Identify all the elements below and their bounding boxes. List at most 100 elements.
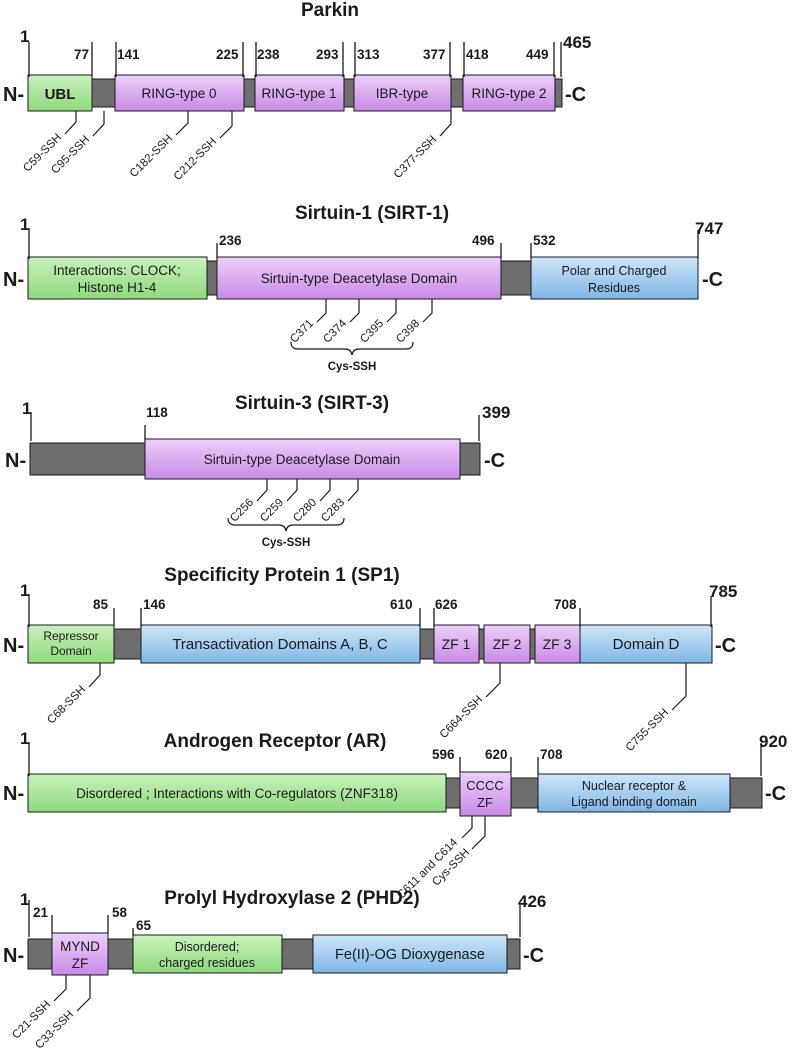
site-leader	[349, 299, 360, 323]
site-leader	[88, 663, 101, 688]
site-label: C256	[228, 497, 256, 525]
protein-sirt3: Sirtuin-3 (SIRT-3) Sirtuin-type Deacetyl…	[5, 393, 510, 549]
domain-label: ZF 3	[543, 636, 572, 652]
site-leader	[471, 816, 486, 850]
c-terminus-label: -C	[715, 635, 736, 657]
n-terminus-label: N-	[3, 635, 24, 657]
c-terminus-label: -C	[484, 450, 505, 472]
domain-label: Disordered;	[175, 940, 240, 954]
site-leader	[219, 111, 233, 139]
site-leader	[422, 299, 433, 323]
domain-ibr-type	[353, 74, 452, 112]
domain-label: ZF 1	[442, 636, 471, 652]
domain-label: Histone H1-4	[78, 280, 157, 295]
position-label: 708	[540, 747, 563, 762]
protein-title: Sirtuin-1 (SIRT-1)	[295, 203, 449, 224]
domain-d	[579, 624, 713, 664]
domain-ring-type-1	[254, 74, 345, 112]
domain-label: MYND	[60, 939, 100, 954]
length-label: 920	[759, 732, 787, 751]
n-terminus-label: N-	[5, 450, 26, 472]
protein-title: Specificity Protein 1 (SP1)	[164, 565, 399, 586]
start-position: 1	[20, 581, 29, 600]
domain-label: Residues	[588, 281, 640, 295]
domain-polar-charged	[530, 256, 699, 300]
protein-sirt1: Sirtuin-1 (SIRT-1) Interactions: CLOCK; …	[3, 203, 723, 373]
site-label: C371	[288, 318, 316, 346]
position-label: 225	[216, 47, 239, 62]
protein-title: Sirtuin-3 (SIRT-3)	[235, 393, 389, 414]
position-label: 293	[316, 47, 339, 62]
site-leader	[316, 299, 327, 323]
domain-label: ZF 2	[493, 636, 522, 652]
protein-title: Prolyl Hydroxylase 2 (PHD2)	[164, 888, 420, 909]
domain-label: Disordered ; Interactions with Co-regula…	[76, 786, 398, 801]
position-label: 596	[432, 747, 455, 762]
start-position: 1	[22, 399, 31, 418]
site-label: C374	[321, 317, 349, 345]
length-label: 426	[518, 892, 546, 911]
protein-ar: Androgen Receptor (AR) Disordered ; Inte…	[3, 729, 787, 901]
domain-fe-og-dioxygenase	[312, 934, 508, 974]
domain-label: Repressor	[43, 629, 98, 643]
site-leader	[92, 111, 105, 137]
length-label: 399	[482, 403, 510, 422]
length-label: 465	[563, 33, 591, 52]
site-leader	[286, 479, 298, 502]
site-label: C755-SSH	[624, 707, 671, 754]
n-terminus-label: N-	[3, 945, 24, 967]
site-leader	[319, 479, 331, 502]
domain-label: Sirtuin-type Deacetylase Domain	[204, 452, 401, 467]
start-position: 1	[20, 27, 29, 46]
domain-label: Domain	[50, 644, 91, 658]
domain-sirtuin-deacetylase	[144, 438, 461, 480]
domain-zf2	[483, 624, 531, 664]
c-terminus-label: -C	[765, 783, 786, 805]
site-leader	[461, 816, 473, 839]
position-label: 449	[526, 47, 549, 62]
site-label: C68-SSH	[45, 684, 88, 727]
site-label: C182-SSH	[128, 133, 175, 180]
domain-label: Domain D	[613, 636, 680, 653]
site-label: C398	[394, 318, 422, 346]
position-label: 610	[390, 597, 413, 612]
protein-title: Parkin	[301, 0, 359, 21]
site-label: C664-SSH	[438, 694, 485, 741]
start-position: 1	[20, 215, 29, 234]
protein-parkin: Parkin UBL RING-type 0 RING-type 1 IBR-t…	[3, 0, 591, 183]
site-label: C212-SSH	[172, 136, 219, 183]
domain-sirtuin-deacetylase	[216, 256, 502, 300]
site-group-label: Cys-SSH	[328, 361, 377, 373]
protein-sp1: Specificity Protein 1 (SP1) Repressor Do…	[3, 565, 737, 754]
position-label: 313	[357, 47, 380, 62]
domain-label: charged residues	[159, 956, 255, 970]
domain-disordered	[27, 773, 447, 813]
domain-label: Polar and Charged	[562, 264, 667, 278]
position-label: 21	[33, 905, 49, 920]
domain-label: ZF	[477, 795, 493, 810]
n-terminus-label: N-	[3, 783, 24, 805]
site-label: C377-SSH	[392, 134, 439, 181]
domain-zf1	[433, 624, 480, 664]
domain-label: RING-type 1	[261, 86, 336, 101]
position-label: 146	[143, 597, 166, 612]
domain-label: Ligand binding domain	[571, 795, 697, 809]
c-terminus-label: -C	[565, 84, 586, 106]
domain-transactivation	[140, 624, 421, 664]
position-label: 85	[93, 597, 109, 612]
position-label: 236	[219, 233, 242, 248]
position-label: 620	[485, 747, 508, 762]
length-label: 785	[709, 582, 737, 601]
protein-title: Androgen Receptor (AR)	[164, 731, 387, 752]
domain-label: Nuclear receptor &	[582, 779, 687, 793]
site-leader	[256, 479, 268, 502]
domain-label: RING-type 2	[471, 86, 546, 101]
position-label: 65	[136, 918, 152, 933]
length-label: 747	[695, 219, 723, 238]
site-label: C283	[319, 497, 347, 525]
domain-label: Interactions: CLOCK;	[53, 263, 181, 278]
position-label: 626	[435, 597, 458, 612]
domain-label: RING-type 0	[141, 86, 216, 101]
position-label: 532	[533, 233, 556, 248]
